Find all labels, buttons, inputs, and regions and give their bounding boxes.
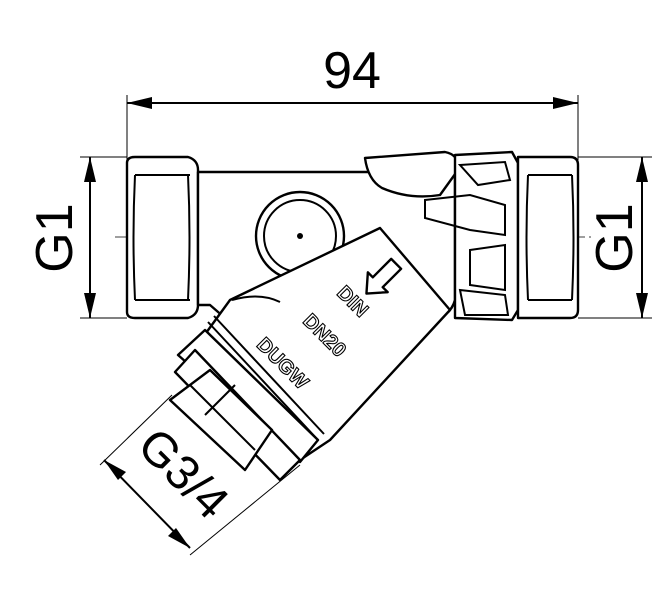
- right-thread-dimension: G1: [578, 156, 652, 319]
- valve-body: [115, 150, 592, 322]
- drain-plug-hex: [168, 368, 274, 472]
- left-thread-label: G1: [26, 203, 84, 272]
- arrow-left-icon: [365, 257, 403, 295]
- left-thread-dimension: G1: [26, 156, 127, 319]
- right-thread-label: G1: [586, 203, 644, 272]
- overall-length-dimension: 94: [126, 42, 579, 160]
- overall-length-label: 94: [323, 42, 381, 100]
